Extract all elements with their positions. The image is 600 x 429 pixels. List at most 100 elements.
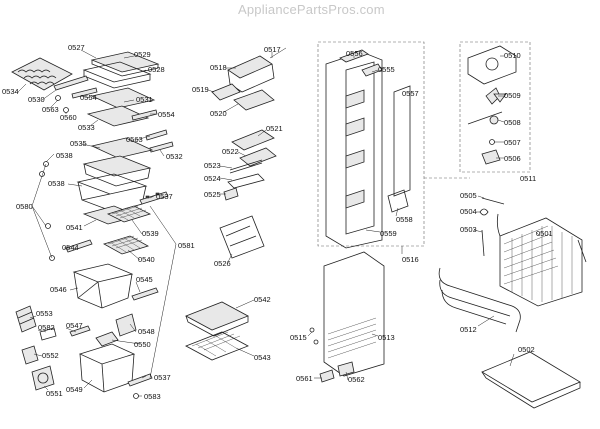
part-label[interactable]: 0519: [192, 85, 209, 94]
part-label[interactable]: 0559: [380, 229, 397, 238]
part-label[interactable]: 0528: [148, 65, 165, 74]
part-label[interactable]: 0562: [348, 375, 365, 384]
part-label[interactable]: 0549: [66, 385, 83, 394]
part-label[interactable]: 0530: [28, 95, 45, 104]
part-label[interactable]: 0506: [504, 154, 521, 163]
part-label[interactable]: 0538: [56, 151, 73, 160]
part-label[interactable]: 0537: [156, 192, 173, 201]
part-label[interactable]: 0521: [266, 124, 283, 133]
part-label[interactable]: 0563: [42, 105, 59, 114]
part-label[interactable]: 0508: [504, 118, 521, 127]
part-label[interactable]: 0544: [62, 243, 79, 252]
part-label[interactable]: 0554: [80, 93, 97, 102]
screws-0515: [309, 327, 319, 345]
part-label[interactable]: 0554: [158, 110, 175, 119]
duct-0558: [387, 189, 409, 213]
part-label[interactable]: 0545: [136, 275, 153, 284]
part-label[interactable]: 0581: [178, 241, 195, 250]
part-label[interactable]: 0538: [48, 179, 65, 188]
evaporator-0501: [496, 213, 587, 307]
part-label[interactable]: 0580: [16, 202, 33, 211]
part-label[interactable]: 0501: [536, 229, 553, 238]
trim-0530: [53, 75, 89, 91]
part-label[interactable]: 0534: [2, 87, 19, 96]
part-label[interactable]: 0539: [142, 229, 159, 238]
part-label[interactable]: 0503: [460, 225, 477, 234]
part-label[interactable]: 0522: [222, 147, 239, 156]
part-label[interactable]: 0511: [520, 174, 536, 183]
part-label[interactable]: 0524: [204, 174, 221, 183]
part-number-labels: 0527 0529 0528 0534 0530 0563 0560 0554 …: [2, 43, 553, 401]
part-label[interactable]: 0509: [504, 91, 521, 100]
part-label[interactable]: 0563: [126, 135, 143, 144]
part-label[interactable]: 0523: [204, 161, 221, 170]
part-label[interactable]: 0550: [134, 340, 151, 349]
tube-0503: [481, 229, 485, 257]
part-label[interactable]: 0556: [346, 49, 363, 58]
grille-0540: [102, 235, 150, 255]
fan-motor-0551: [31, 365, 55, 391]
part-label[interactable]: 0548: [138, 327, 155, 336]
part-label[interactable]: 0525: [204, 190, 221, 199]
bracket-0526: [219, 215, 265, 259]
rail-0537: [139, 191, 169, 205]
part-label[interactable]: 0505: [460, 191, 477, 200]
part-label[interactable]: 0561: [296, 374, 313, 383]
part-label[interactable]: 0560: [60, 113, 77, 122]
part-label[interactable]: 0558: [396, 215, 413, 224]
deli-drawer-0546: [72, 263, 134, 309]
part-label[interactable]: 0502: [518, 345, 535, 354]
part-label[interactable]: 0516: [402, 255, 419, 264]
ice-maker-0518: [227, 47, 287, 93]
part-label[interactable]: 0531: [136, 95, 153, 104]
part-label[interactable]: 0518: [210, 63, 227, 72]
part-label[interactable]: 0526: [214, 259, 231, 268]
egg-tray-0534: [11, 57, 73, 91]
part-label[interactable]: 0555: [378, 65, 395, 74]
part-label[interactable]: 0529: [134, 50, 151, 59]
part-label[interactable]: 0512: [460, 325, 477, 334]
part-label[interactable]: 0551: [46, 389, 63, 398]
crisper-cover-0538: [82, 155, 152, 187]
part-label[interactable]: 0517: [264, 45, 281, 54]
part-label[interactable]: 0553: [36, 309, 53, 318]
cap-0555: [361, 63, 383, 77]
part-label[interactable]: 0547: [66, 321, 83, 330]
rail-0545: [131, 287, 159, 301]
part-label[interactable]: 0540: [138, 255, 155, 264]
part-label[interactable]: 0515: [290, 333, 307, 342]
part-label[interactable]: 0527: [68, 43, 85, 52]
part-label[interactable]: 0507: [504, 138, 521, 147]
part-label[interactable]: 0542: [254, 295, 271, 304]
part-label[interactable]: 0582: [38, 323, 55, 332]
part-label[interactable]: 0535: [70, 139, 87, 148]
trim-0554-b: [131, 109, 158, 121]
part-label[interactable]: 0541: [66, 223, 83, 232]
control-0553: [15, 305, 37, 333]
part-label[interactable]: 0552: [42, 351, 59, 360]
clip-0547: [69, 325, 91, 337]
filter-0562: [337, 361, 355, 377]
part-label[interactable]: 0546: [50, 285, 67, 294]
damper-0548: [115, 313, 137, 337]
part-label[interactable]: 0510: [504, 51, 521, 60]
part-label[interactable]: 0532: [166, 152, 183, 161]
watermark: AppliancePartsPros.com: [238, 2, 385, 17]
screw-0560: [63, 107, 69, 113]
trim-0532: [149, 141, 174, 153]
part-label[interactable]: 0583: [144, 392, 161, 401]
part-label[interactable]: 0543: [254, 353, 271, 362]
part-label[interactable]: 0533: [78, 123, 95, 132]
part-label[interactable]: 0504: [460, 207, 477, 216]
tube-0505: [481, 197, 505, 205]
evaporator-cover-0513: [323, 251, 385, 377]
part-label[interactable]: 0513: [378, 333, 395, 342]
shelf-0535: [90, 137, 154, 159]
panel-0522: [239, 147, 277, 167]
part-label[interactable]: 0557: [402, 89, 419, 98]
part-label[interactable]: 0537: [154, 373, 171, 382]
part-label[interactable]: 0520: [210, 109, 227, 118]
shelf-glass-0533: [86, 105, 150, 127]
